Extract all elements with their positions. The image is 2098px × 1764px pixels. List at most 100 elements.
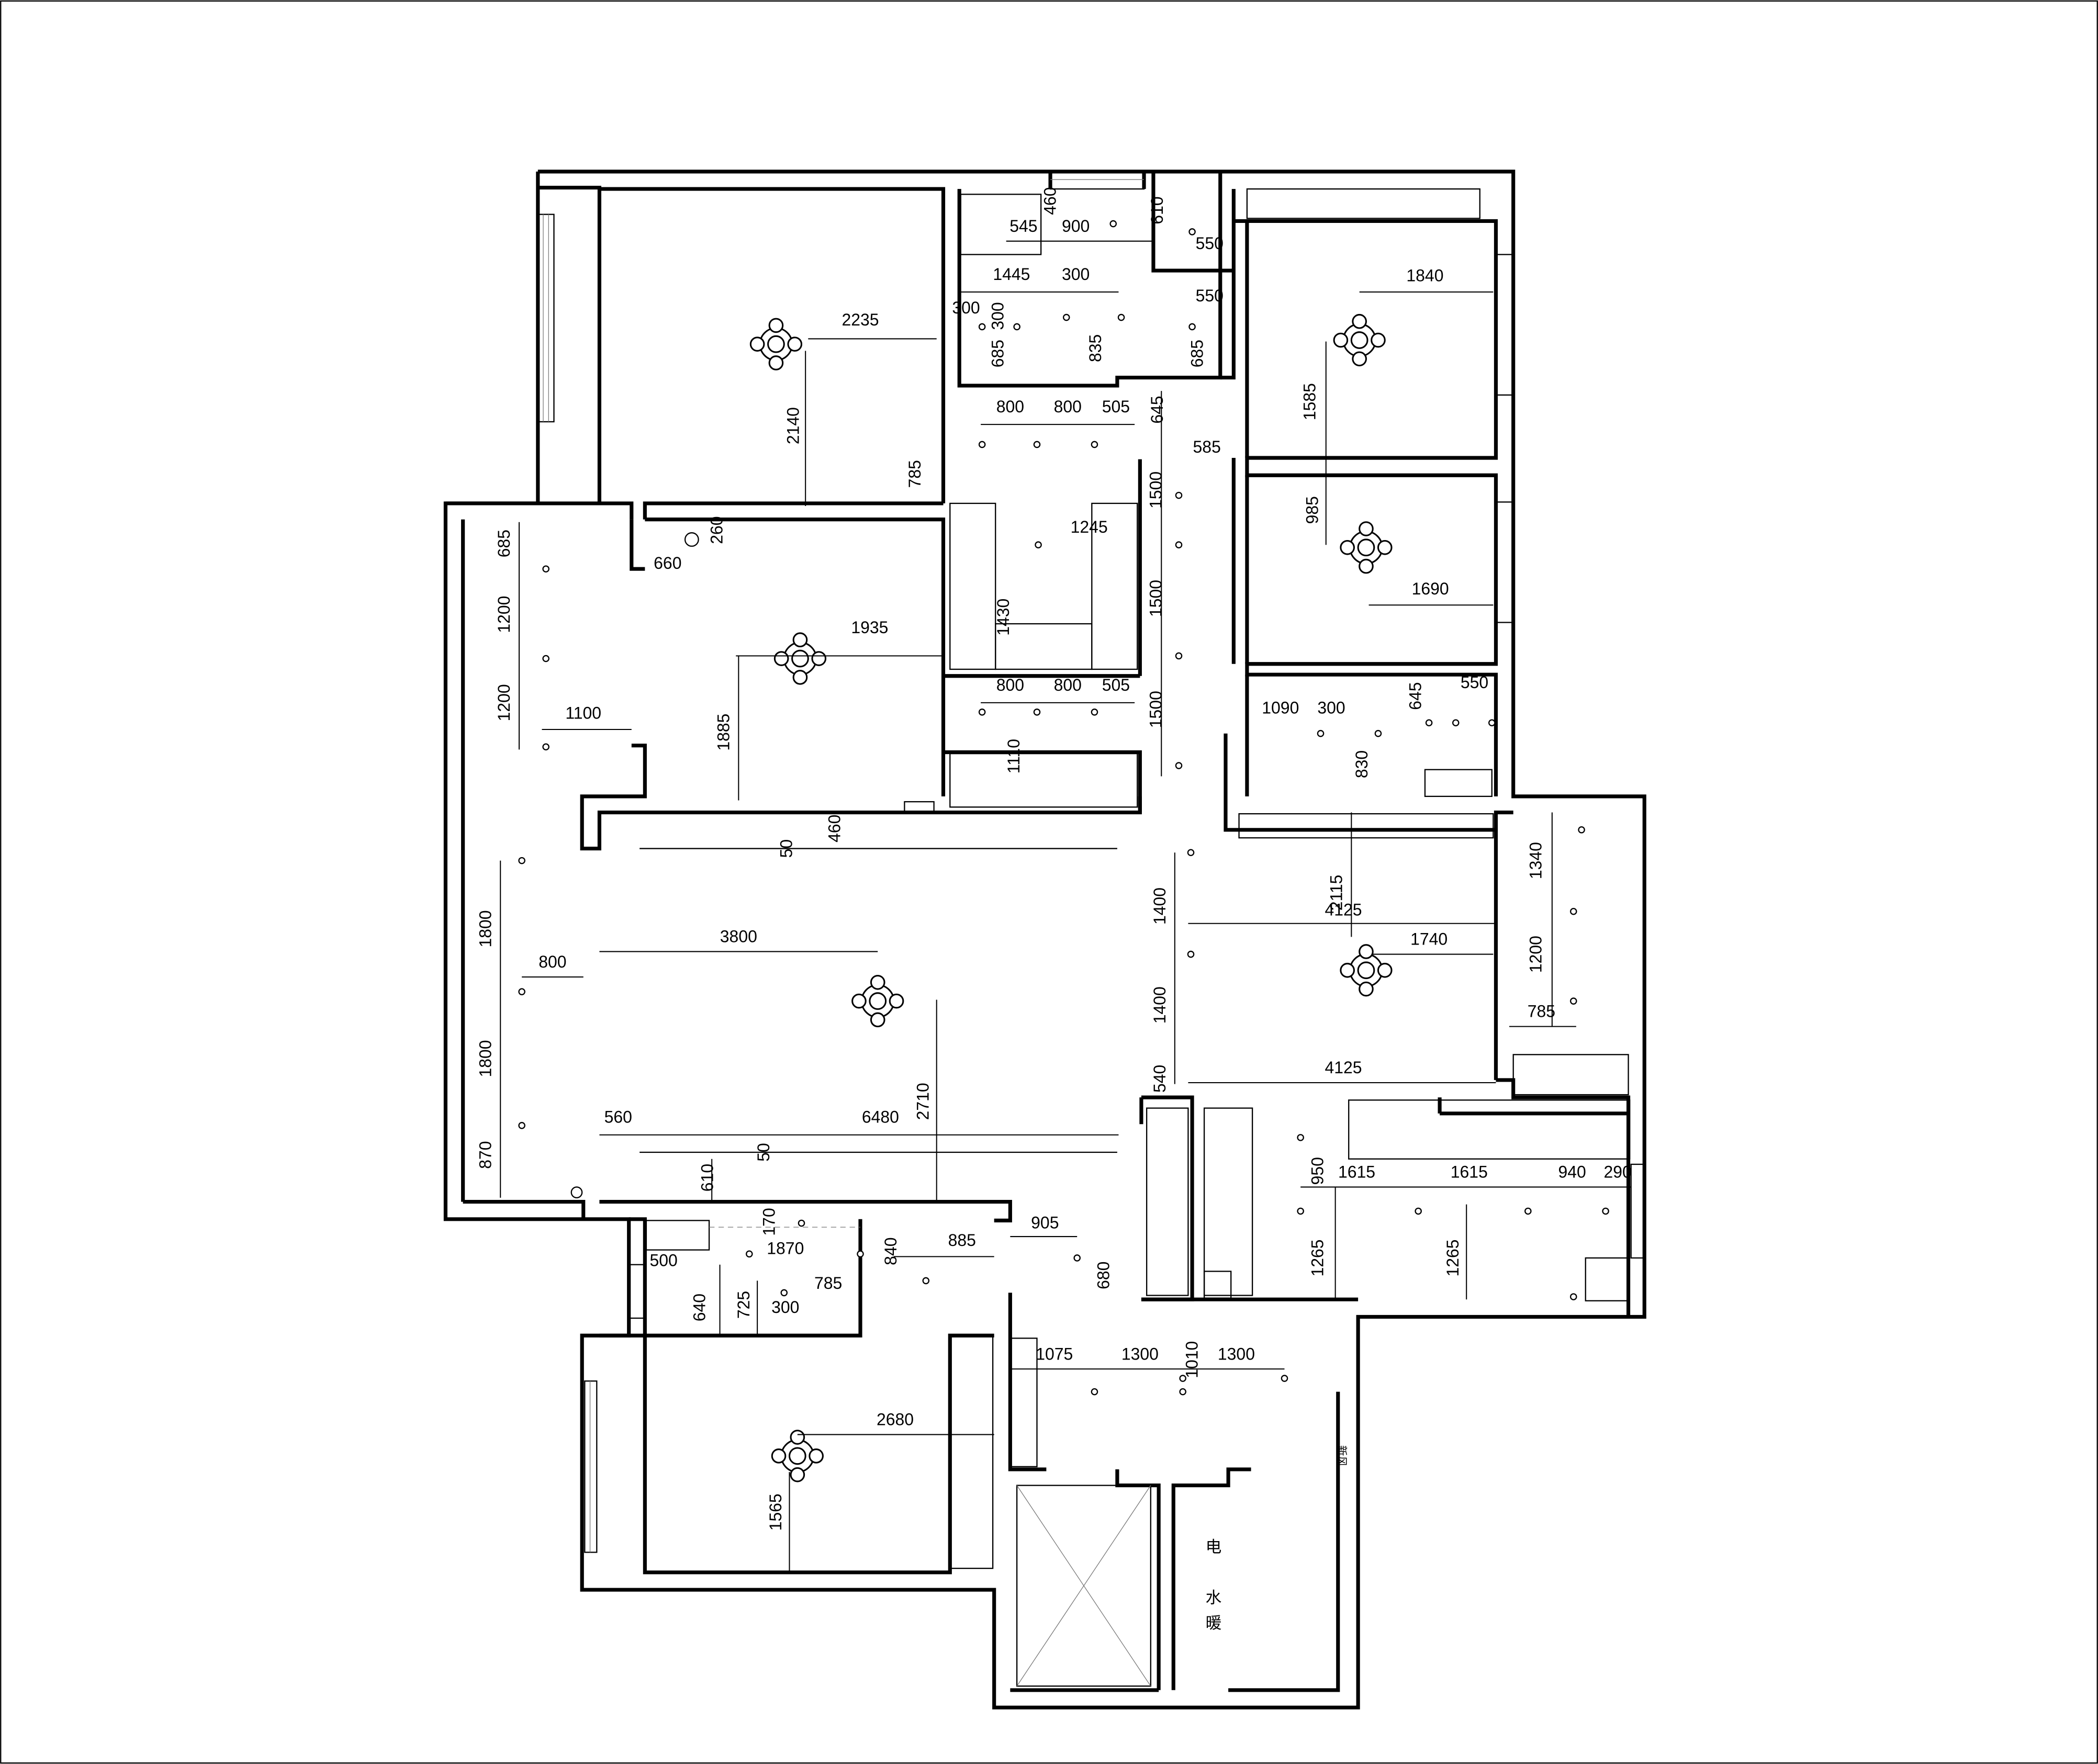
dimension-label: 1585 bbox=[1300, 383, 1319, 420]
dimension-label: 885 bbox=[948, 1231, 976, 1250]
downlight-icon bbox=[978, 323, 986, 331]
dimension-label: 300 bbox=[1317, 698, 1345, 717]
dimension-label: 1870 bbox=[767, 1239, 804, 1257]
dimension-label: 950 bbox=[1308, 1157, 1327, 1185]
windows bbox=[537, 171, 1645, 1553]
electric-shaft-label: 电 bbox=[1206, 1537, 1222, 1556]
dimension-label: 800 bbox=[1054, 676, 1082, 694]
dimension-label: 1935 bbox=[851, 618, 888, 637]
dimension-label: 940 bbox=[1558, 1163, 1586, 1182]
dimension-label: 1400 bbox=[1150, 986, 1169, 1024]
dimension-label: 610 bbox=[698, 1164, 717, 1192]
water-shaft-label: 水 bbox=[1206, 1589, 1222, 1607]
downlight-icon bbox=[1188, 228, 1196, 235]
dimension-label: 1100 bbox=[565, 704, 601, 723]
downlight-icon bbox=[542, 655, 549, 662]
dimension-label: 300 bbox=[989, 302, 1007, 330]
dimension-label: 2115 bbox=[1327, 875, 1345, 911]
downlight-icon bbox=[1187, 849, 1195, 857]
fresh-air-shaft-label: 新风 bbox=[1336, 1445, 1348, 1467]
dimension-label: 1075 bbox=[1036, 1344, 1073, 1363]
dimension-label: 900 bbox=[1062, 217, 1090, 235]
downlight-icon bbox=[518, 988, 525, 995]
dimension-label: 300 bbox=[771, 1298, 799, 1317]
dimension-label: 585 bbox=[1193, 437, 1221, 456]
dimension-label: 460 bbox=[1040, 187, 1059, 215]
dimension-label: 505 bbox=[1102, 676, 1130, 694]
ceiling-lamp-bedroom-ne bbox=[1333, 313, 1386, 367]
downlight-icon bbox=[542, 743, 549, 751]
downlight-icon bbox=[1578, 826, 1585, 834]
downlight-icon bbox=[780, 1289, 788, 1297]
dimension-label: 610 bbox=[1148, 196, 1166, 224]
dimension-label: 1740 bbox=[1410, 930, 1448, 949]
downlight-icon bbox=[1488, 719, 1496, 727]
downlight-icon bbox=[1317, 729, 1325, 737]
dimension-label: 1245 bbox=[1071, 518, 1108, 536]
dimension-label: 800 bbox=[1054, 397, 1082, 416]
dimension-label: 640 bbox=[690, 1294, 709, 1321]
ceiling-lamp-dining-room bbox=[1340, 944, 1393, 997]
dimension-label: 1400 bbox=[1150, 887, 1169, 925]
dimension-label: 785 bbox=[905, 460, 924, 488]
downlight-icon bbox=[1175, 762, 1183, 769]
downlight-icon bbox=[1091, 709, 1098, 716]
dimension-label: 645 bbox=[1148, 396, 1166, 423]
dimension-label: 1800 bbox=[476, 910, 495, 947]
dimension-label: 540 bbox=[1150, 1065, 1169, 1093]
downlight-icon bbox=[1187, 950, 1195, 958]
dimension-label: 835 bbox=[1086, 334, 1105, 362]
cabinetry bbox=[570, 188, 1631, 1569]
ceiling-lamp-bedroom-sw bbox=[771, 1430, 824, 1482]
dimension-label: 1300 bbox=[1121, 1344, 1159, 1363]
downlight-icon bbox=[542, 565, 549, 572]
dimension-label: 460 bbox=[825, 815, 844, 842]
downlight-icon bbox=[1073, 1254, 1081, 1262]
downlight-icon bbox=[1281, 1375, 1288, 1382]
dimension-label: 785 bbox=[1528, 1002, 1555, 1021]
downlight-icon bbox=[1297, 1207, 1304, 1215]
downlight-icon bbox=[1602, 1207, 1609, 1215]
downlight-icon bbox=[1175, 541, 1183, 548]
downlight-icon bbox=[1035, 541, 1042, 548]
dimension-label: 545 bbox=[1009, 217, 1037, 235]
ceiling-lamp-bedroom-e bbox=[1340, 521, 1393, 574]
dimension-label: 1800 bbox=[476, 1040, 495, 1077]
dimension-label: 660 bbox=[654, 554, 681, 572]
dimension-label: 2235 bbox=[842, 310, 879, 329]
dimension-lines bbox=[500, 240, 1631, 1572]
downlight-icon bbox=[1109, 220, 1117, 228]
downlight-icon bbox=[1188, 323, 1196, 331]
downlights bbox=[518, 220, 1609, 1396]
dimension-label: 1500 bbox=[1146, 580, 1165, 617]
dimension-label: 1010 bbox=[1182, 1341, 1201, 1378]
ceiling-lamp-master-bedroom bbox=[749, 318, 803, 370]
downlight-icon bbox=[922, 1277, 930, 1285]
elevator-shaft bbox=[1016, 1485, 1151, 1687]
downlight-icon bbox=[1179, 1375, 1186, 1382]
downlight-icon bbox=[518, 857, 525, 864]
dimension-label: 1265 bbox=[1443, 1239, 1462, 1276]
dimension-label: 840 bbox=[881, 1238, 900, 1265]
dimension-label: 680 bbox=[1094, 1262, 1113, 1289]
dimension-label: 1500 bbox=[1146, 471, 1165, 509]
downlight-icon bbox=[1569, 1293, 1577, 1300]
dimension-label: 550 bbox=[1196, 286, 1224, 305]
dimension-label: 1615 bbox=[1338, 1163, 1375, 1182]
downlight-icon bbox=[518, 1122, 525, 1129]
downlight-icon bbox=[1297, 1134, 1304, 1141]
downlight-icon bbox=[1117, 313, 1125, 321]
downlight-icon bbox=[1091, 1388, 1098, 1396]
dimension-label: 550 bbox=[1196, 234, 1224, 253]
dimension-label: 1690 bbox=[1412, 579, 1449, 598]
dimension-label: 1430 bbox=[994, 599, 1013, 636]
partition-lines bbox=[640, 848, 1117, 1228]
dimension-label: 3800 bbox=[720, 927, 757, 946]
downlight-icon bbox=[1175, 652, 1183, 660]
dimension-label: 300 bbox=[952, 298, 980, 317]
downlight-icon bbox=[978, 441, 986, 448]
ceiling-lamp-living-room bbox=[851, 974, 904, 1028]
downlight-icon bbox=[1452, 719, 1460, 727]
